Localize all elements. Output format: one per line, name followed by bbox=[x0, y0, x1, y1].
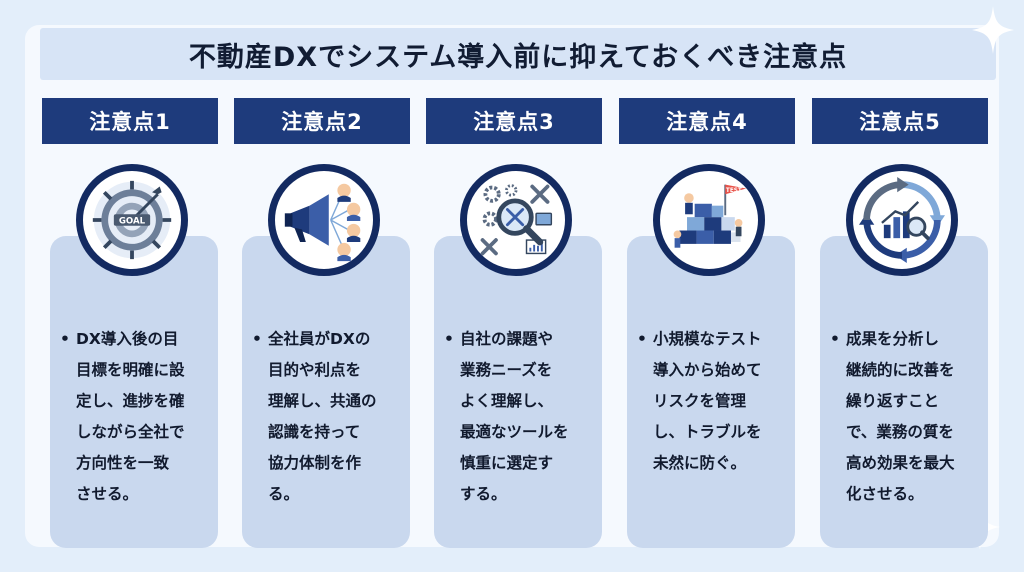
text-line: 高め効果を最大 bbox=[846, 454, 955, 472]
point-header: 注意点5 bbox=[812, 98, 988, 144]
bullet: • bbox=[444, 330, 454, 348]
point-header: 注意点3 bbox=[426, 98, 602, 144]
test-blocks-icon: TEST bbox=[653, 164, 765, 276]
page-title: 不動産DXでシステム導入前に抑えておくべき注意点 bbox=[40, 28, 996, 80]
text-line: 導入から始めて bbox=[653, 361, 762, 379]
point-card bbox=[627, 236, 795, 548]
point-column-1: 注意点1 GOAL • DX導入後の目 目標を明確に設 定し、進捗を確 しながら… bbox=[42, 98, 218, 550]
text-line: 方向性を一致 bbox=[76, 454, 170, 472]
goal-target-icon: GOAL bbox=[76, 164, 188, 276]
point-header: 注意点2 bbox=[234, 98, 410, 144]
improvement-cycle-icon bbox=[846, 164, 958, 276]
text-line: 目標を明確に設 bbox=[76, 361, 185, 379]
text-line: 定し、進捗を確 bbox=[76, 392, 185, 410]
goal-label: GOAL bbox=[119, 216, 146, 226]
point-text: • DX導入後の目 目標を明確に設 定し、進捗を確 しながら全社で 方向性を一致… bbox=[60, 324, 212, 510]
point-column-5: 注意点5 • 成果を分析し 継続的に改善を 繰り返すこと で、業務の質を 高め効… bbox=[812, 98, 988, 550]
text-line: で、業務の質を bbox=[846, 423, 954, 441]
text-line: 理解し、共通の bbox=[268, 392, 377, 410]
text-line: させる。 bbox=[76, 485, 139, 503]
text-line: よく理解し、 bbox=[460, 392, 554, 410]
test-flag-label: TEST bbox=[726, 188, 742, 194]
text-line: DX導入後の目 bbox=[76, 330, 179, 348]
point-text: • 小規模なテスト 導入から始めて リスクを管理 し、トラブルを 未然に防ぐ。 bbox=[637, 324, 789, 479]
text-line: 認識を持って bbox=[268, 423, 361, 441]
point-header: 注意点4 bbox=[619, 98, 795, 144]
text-line: 小規模なテスト bbox=[653, 330, 762, 348]
point-text: • 全社員がDXの 目的や利点を 理解し、共通の 認識を持って 協力体制を作 る… bbox=[252, 324, 404, 510]
bullet: • bbox=[830, 330, 840, 348]
text-line: 繰り返すこと bbox=[846, 392, 940, 410]
text-line: 未然に防ぐ。 bbox=[653, 454, 747, 472]
point-column-4: 注意点4 TEST • 小規模なテスト 導入から始めて リスクを管理 し bbox=[619, 98, 795, 550]
text-line: する。 bbox=[460, 485, 507, 503]
point-header: 注意点1 bbox=[42, 98, 218, 144]
bullet: • bbox=[60, 330, 70, 348]
point-card bbox=[434, 236, 602, 548]
text-line: 協力体制を作 bbox=[268, 454, 362, 472]
point-card bbox=[50, 236, 218, 548]
point-card bbox=[820, 236, 988, 548]
text-line: し、トラブルを bbox=[653, 423, 762, 441]
tools-magnifier-icon bbox=[460, 164, 572, 276]
text-line: 最適なツールを bbox=[460, 423, 569, 441]
text-line: 化させる。 bbox=[846, 485, 924, 503]
point-card bbox=[242, 236, 410, 548]
text-line: 目的や利点を bbox=[268, 361, 362, 379]
text-line: 成果を分析し bbox=[846, 330, 940, 348]
text-line: 慎重に選定す bbox=[460, 454, 554, 472]
megaphone-people-icon bbox=[268, 164, 380, 276]
text-line: 業務ニーズを bbox=[460, 361, 553, 379]
point-column-2: 注意点2 • 全社員がDXの 目的や利点を 理解し、共通の 認識を持って 協力体… bbox=[234, 98, 410, 550]
point-text: • 自社の課題や 業務ニーズを よく理解し、 最適なツールを 慎重に選定す する… bbox=[444, 324, 596, 510]
text-line: 全社員がDXの bbox=[268, 330, 371, 348]
sparkle-icon bbox=[972, 6, 1014, 54]
text-line: 自社の課題や bbox=[460, 330, 554, 348]
text-line: る。 bbox=[268, 485, 300, 503]
text-line: しながら全社で bbox=[76, 423, 185, 441]
bullet: • bbox=[252, 330, 262, 348]
point-text: • 成果を分析し 継続的に改善を 繰り返すこと で、業務の質を 高め効果を最大 … bbox=[830, 324, 982, 510]
text-line: リスクを管理 bbox=[653, 392, 747, 410]
text-line: 継続的に改善を bbox=[846, 361, 955, 379]
bullet: • bbox=[637, 330, 647, 348]
point-column-3: 注意点3 • 自社の課題や 業務ニーズを よく理解し、 最適なツールを 慎重に選… bbox=[426, 98, 602, 550]
